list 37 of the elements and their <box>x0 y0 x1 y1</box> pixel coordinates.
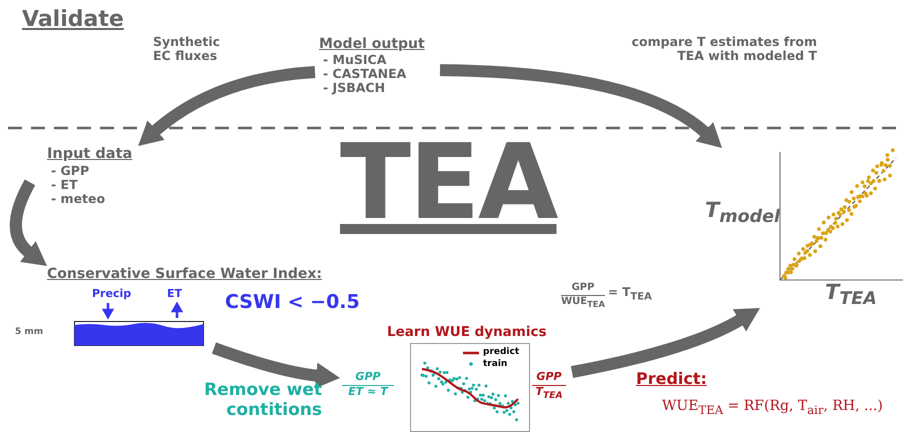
fraction-numerator: GPP <box>535 371 563 384</box>
legend-label: predict <box>483 347 520 358</box>
arrow <box>570 308 760 378</box>
model-formula: WUE$_{TEA}$ = RF(Rg, T$_{air}$, RH, ...) <box>662 398 883 418</box>
edge-label: compare T estimates from TEA with modeled T <box>630 35 817 64</box>
chart-title: Learn WUE dynamics <box>387 325 547 341</box>
legend-label: train <box>483 359 508 370</box>
axis-label: T$_{TEA}$ <box>825 280 877 310</box>
threshold-formula: CSWI < −0.5 <box>225 292 360 314</box>
main-title: TEA <box>340 128 556 238</box>
fraction-denominator: WUE$_{TEA}$ <box>561 295 605 310</box>
arrow <box>10 179 46 268</box>
depth-label: 5 mm <box>15 327 44 338</box>
list-item: - ET <box>51 178 78 192</box>
heading: Conservative Surface Water Index: <box>47 266 322 282</box>
list-item: - GPP <box>51 164 90 178</box>
axis-label: T$_{model}$ <box>705 198 780 228</box>
heading: Model output <box>319 36 425 52</box>
list-item: - JSBACH <box>323 81 386 96</box>
edge-label: Remove wet contitions <box>203 381 322 420</box>
fraction-numerator: GPP <box>354 371 382 384</box>
flux-label: Precip <box>92 288 132 301</box>
arrow <box>212 342 340 388</box>
heading: Input data <box>47 146 132 163</box>
fraction-denominator: ET ≈ T <box>342 385 394 399</box>
edge-label: Synthetic EC fluxes <box>153 35 222 64</box>
arrow <box>440 64 723 147</box>
list-item: - CASTANEA <box>323 67 406 82</box>
fraction-denominator: T$_{TEA}$ <box>532 385 566 402</box>
arrow <box>138 66 316 146</box>
section-title: Validate <box>22 7 124 32</box>
list-item: - MuSICA <box>323 53 386 68</box>
flux-label: ET <box>167 288 182 301</box>
section-heading: Predict: <box>636 370 707 388</box>
fraction-numerator: GPP <box>570 282 596 294</box>
list-item: - meteo <box>51 192 106 206</box>
formula-result: = T$_{TEA}$ <box>608 286 652 303</box>
